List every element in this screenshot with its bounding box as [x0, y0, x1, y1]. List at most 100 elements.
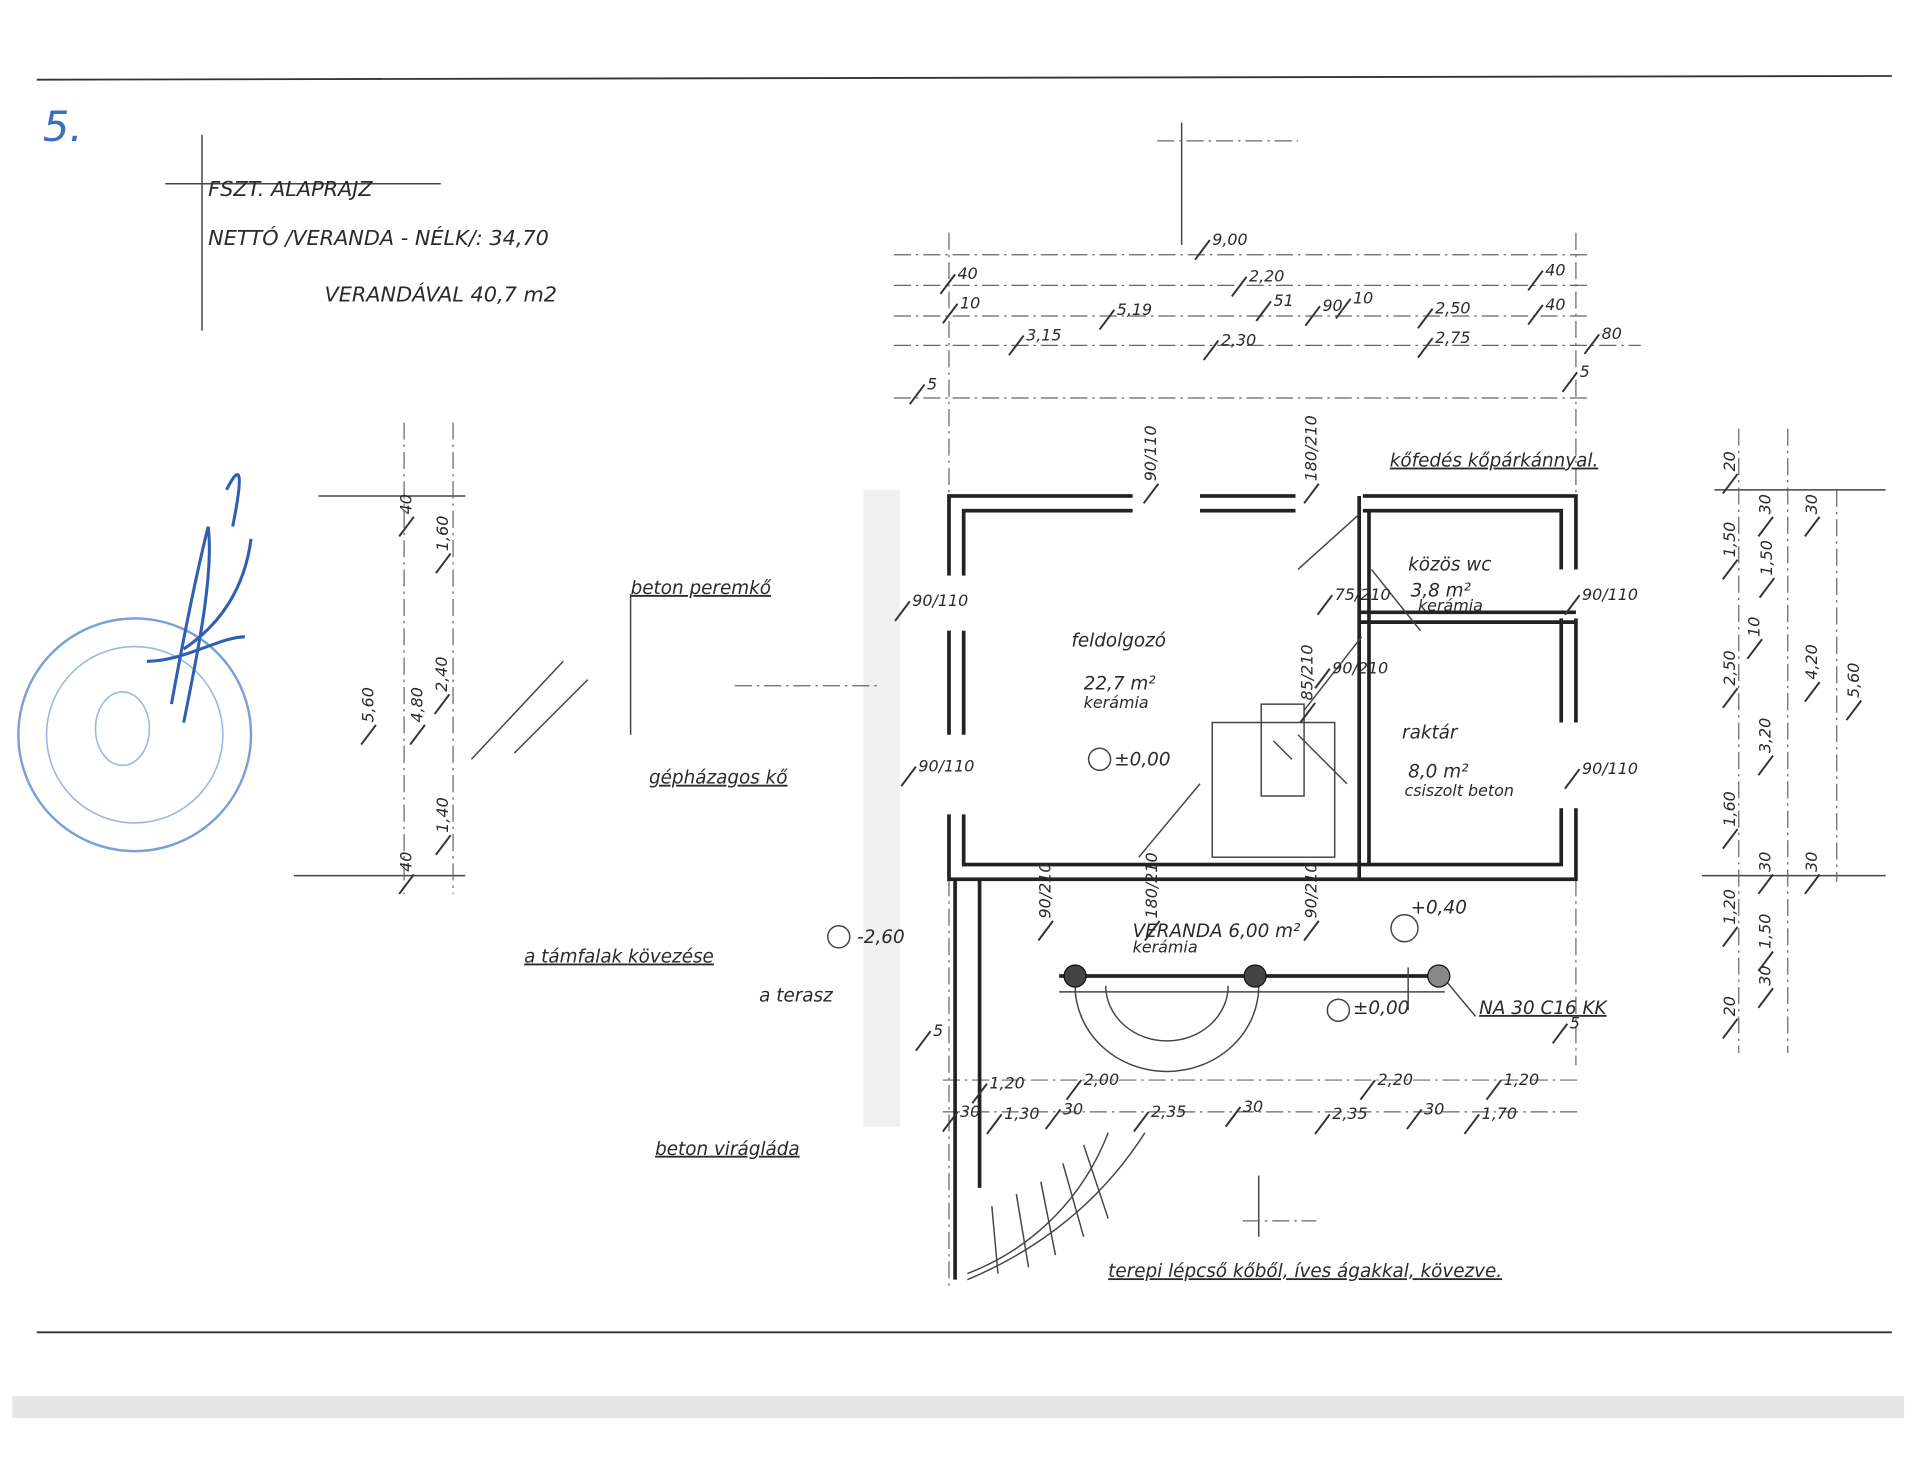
note-stairs: terepi lépcső kőből, íves ágakkal, kövez… [1108, 1261, 1502, 1282]
dimension-tick [360, 724, 377, 746]
dimension-label-right: 30 [1802, 852, 1821, 872]
dimension-label-left: 4,80 [407, 687, 426, 722]
dimension-label-right: 30 [1802, 494, 1821, 514]
dimension-tick [1304, 305, 1321, 327]
dimension-label-top: 2,75 [1435, 328, 1470, 347]
dimension-tick [1758, 577, 1776, 599]
dimension-label-right: 1,50 [1756, 914, 1775, 949]
dimension-label-left: 2,40 [432, 656, 451, 691]
dimension-label-top: 90 [1322, 296, 1342, 315]
dimension-label-bottom: 5 [933, 1021, 943, 1040]
dimension-tick [1314, 1113, 1331, 1135]
dimension-tick [435, 552, 452, 574]
note-planter: beton virágláda [655, 1139, 800, 1160]
dimension-tick [971, 1083, 988, 1104]
dimension-label-top: 40 [1545, 295, 1565, 314]
dimension-label-right: 1,50 [1720, 522, 1739, 557]
dimension-tick [1359, 1079, 1376, 1101]
dimension-label-top: 2,50 [1435, 299, 1470, 318]
dimension-label-right: 20 [1720, 996, 1739, 1016]
dimension-tick [1722, 1018, 1739, 1040]
dimension-tick [1561, 371, 1578, 393]
dimension-tick [1303, 920, 1320, 942]
dimension-label-left: 40 [396, 494, 415, 514]
room-labels: feldolgozó 22,7 m² kerámia ±0,00 közös w… [1071, 555, 1514, 957]
dimension-tick [939, 273, 956, 295]
dimension-tick [1722, 828, 1739, 850]
dimension-label-right: 30 [1756, 966, 1775, 986]
dimension-label-right: 1,60 [1720, 791, 1739, 826]
title-line-1: FSZT. ALAPRAJZ [208, 177, 373, 201]
annotations: kőfedés kőpárkánnyal. beton peremkő géph… [524, 451, 1608, 1283]
dimension-label-bottom: 2,00 [1084, 1070, 1119, 1089]
dimension-tick [1417, 337, 1434, 359]
dimension-tick [1299, 702, 1316, 724]
dimension-tick [1564, 768, 1581, 790]
dimension-label-openings: 85/210 [1298, 645, 1317, 701]
dimension-label-left: 1,60 [433, 516, 452, 551]
dimension-label-right: 1,20 [1720, 889, 1739, 924]
dimension-tick [1804, 873, 1821, 895]
dimension-label-top: 51 [1273, 291, 1293, 310]
dimension-label-bottom: 1,30 [1004, 1104, 1039, 1123]
dimension-label-top: 40 [1545, 261, 1565, 280]
title-line-3: VERANDÁVAL 40,7 m2 [324, 281, 556, 306]
dimension-label-left: 40 [396, 852, 415, 872]
room-veranda-name: VERANDA 6,00 m² [1133, 921, 1301, 942]
dimension-label-bottom: 2,35 [1332, 1104, 1367, 1123]
dimension-tick [1008, 334, 1025, 356]
room-main-name: feldolgozó [1071, 631, 1166, 652]
dimension-label-top: 2,20 [1249, 267, 1284, 286]
note-beton: beton peremkő [631, 578, 772, 599]
dimension-label-openings: 90/110 [1582, 759, 1638, 778]
dimension-tick [409, 724, 426, 746]
dimension-tick [1142, 483, 1160, 504]
dimension-label-right: 2,50 [1720, 650, 1739, 685]
dimension-tick [1757, 516, 1774, 537]
room-veranda-level: +0,40 [1411, 898, 1467, 919]
room-wc-name: közös wc [1408, 555, 1491, 576]
dimension-tick [1746, 638, 1763, 660]
dimension-label-right: 10 [1745, 617, 1764, 637]
room-main-level: ±0,00 [1114, 749, 1170, 770]
note-zero-level: ±0,00 [1353, 998, 1409, 1019]
building-walls [944, 492, 1581, 1281]
dimension-label-openings: 180/210 [1301, 415, 1320, 481]
dimension-tick [1757, 950, 1774, 972]
dimension-tick [894, 600, 911, 622]
dimension-tick [1722, 559, 1739, 580]
dimension-lines [293, 122, 1886, 1286]
dimension-tick [1037, 920, 1054, 942]
dimension-tick [1335, 298, 1352, 320]
dimension-label-top: 40 [958, 264, 978, 283]
dimension-label-top: 5,19 [1117, 300, 1152, 319]
room-storage-name: raktár [1402, 722, 1459, 743]
dimension-tick [1231, 276, 1248, 297]
dimension-tick [900, 766, 917, 787]
note-terrace: a terasz [759, 986, 833, 1007]
dimension-label-top: 10 [960, 294, 980, 313]
dimension-label-top: 5 [927, 374, 937, 393]
dimension-tick [1314, 668, 1331, 689]
dimension-tick [1804, 516, 1821, 537]
dimension-tick [435, 834, 452, 856]
dimension-label-left: 5,60 [358, 687, 377, 722]
room-main-area: 22,7 m² [1084, 673, 1157, 694]
dimension-label-right: 30 [1756, 852, 1775, 872]
dimension-label-openings: 75/210 [1335, 585, 1391, 604]
dimension-label-right: 30 [1756, 494, 1775, 514]
room-veranda-floor: kerámia [1133, 938, 1198, 957]
dimension-tick [398, 516, 415, 537]
dimension-tick [1303, 483, 1320, 504]
dimension-tick [1564, 594, 1581, 616]
dimension-tick [1722, 473, 1739, 495]
dimension-label-bottom: 1,20 [1504, 1070, 1539, 1089]
dimension-tick [1098, 309, 1116, 331]
room-main-floor: kerámia [1084, 693, 1149, 712]
note-roof: kőfedés kőpárkánnyal. [1390, 451, 1599, 472]
dimension-tick [1133, 1111, 1150, 1133]
dimension-tick [915, 1030, 932, 1052]
dimension-tick [1463, 1113, 1480, 1135]
dimension-tick [1527, 304, 1544, 326]
page-number: 5. [43, 102, 83, 151]
